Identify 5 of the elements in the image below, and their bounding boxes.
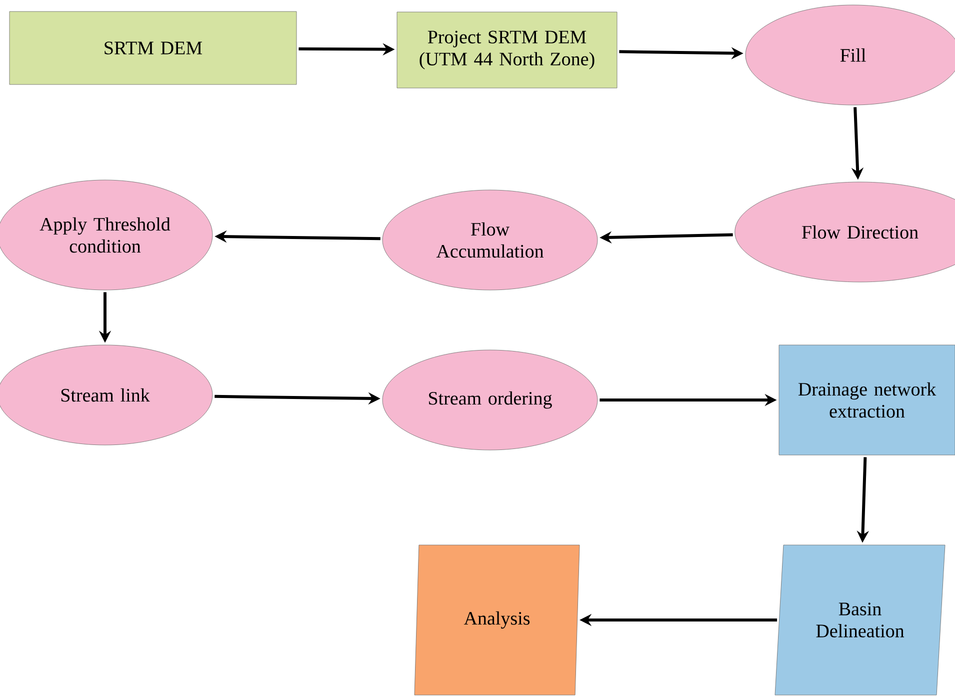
process-box: Project SRTM DEM (UTM 44 North Zone) — [396, 12, 618, 88]
result-parallelogram: Analysis — [414, 544, 580, 696]
output-parallelogram: Basin Delineation — [774, 544, 946, 696]
output-box: Drainage network extraction — [778, 344, 955, 456]
input-box: SRTM DEM — [9, 11, 297, 85]
